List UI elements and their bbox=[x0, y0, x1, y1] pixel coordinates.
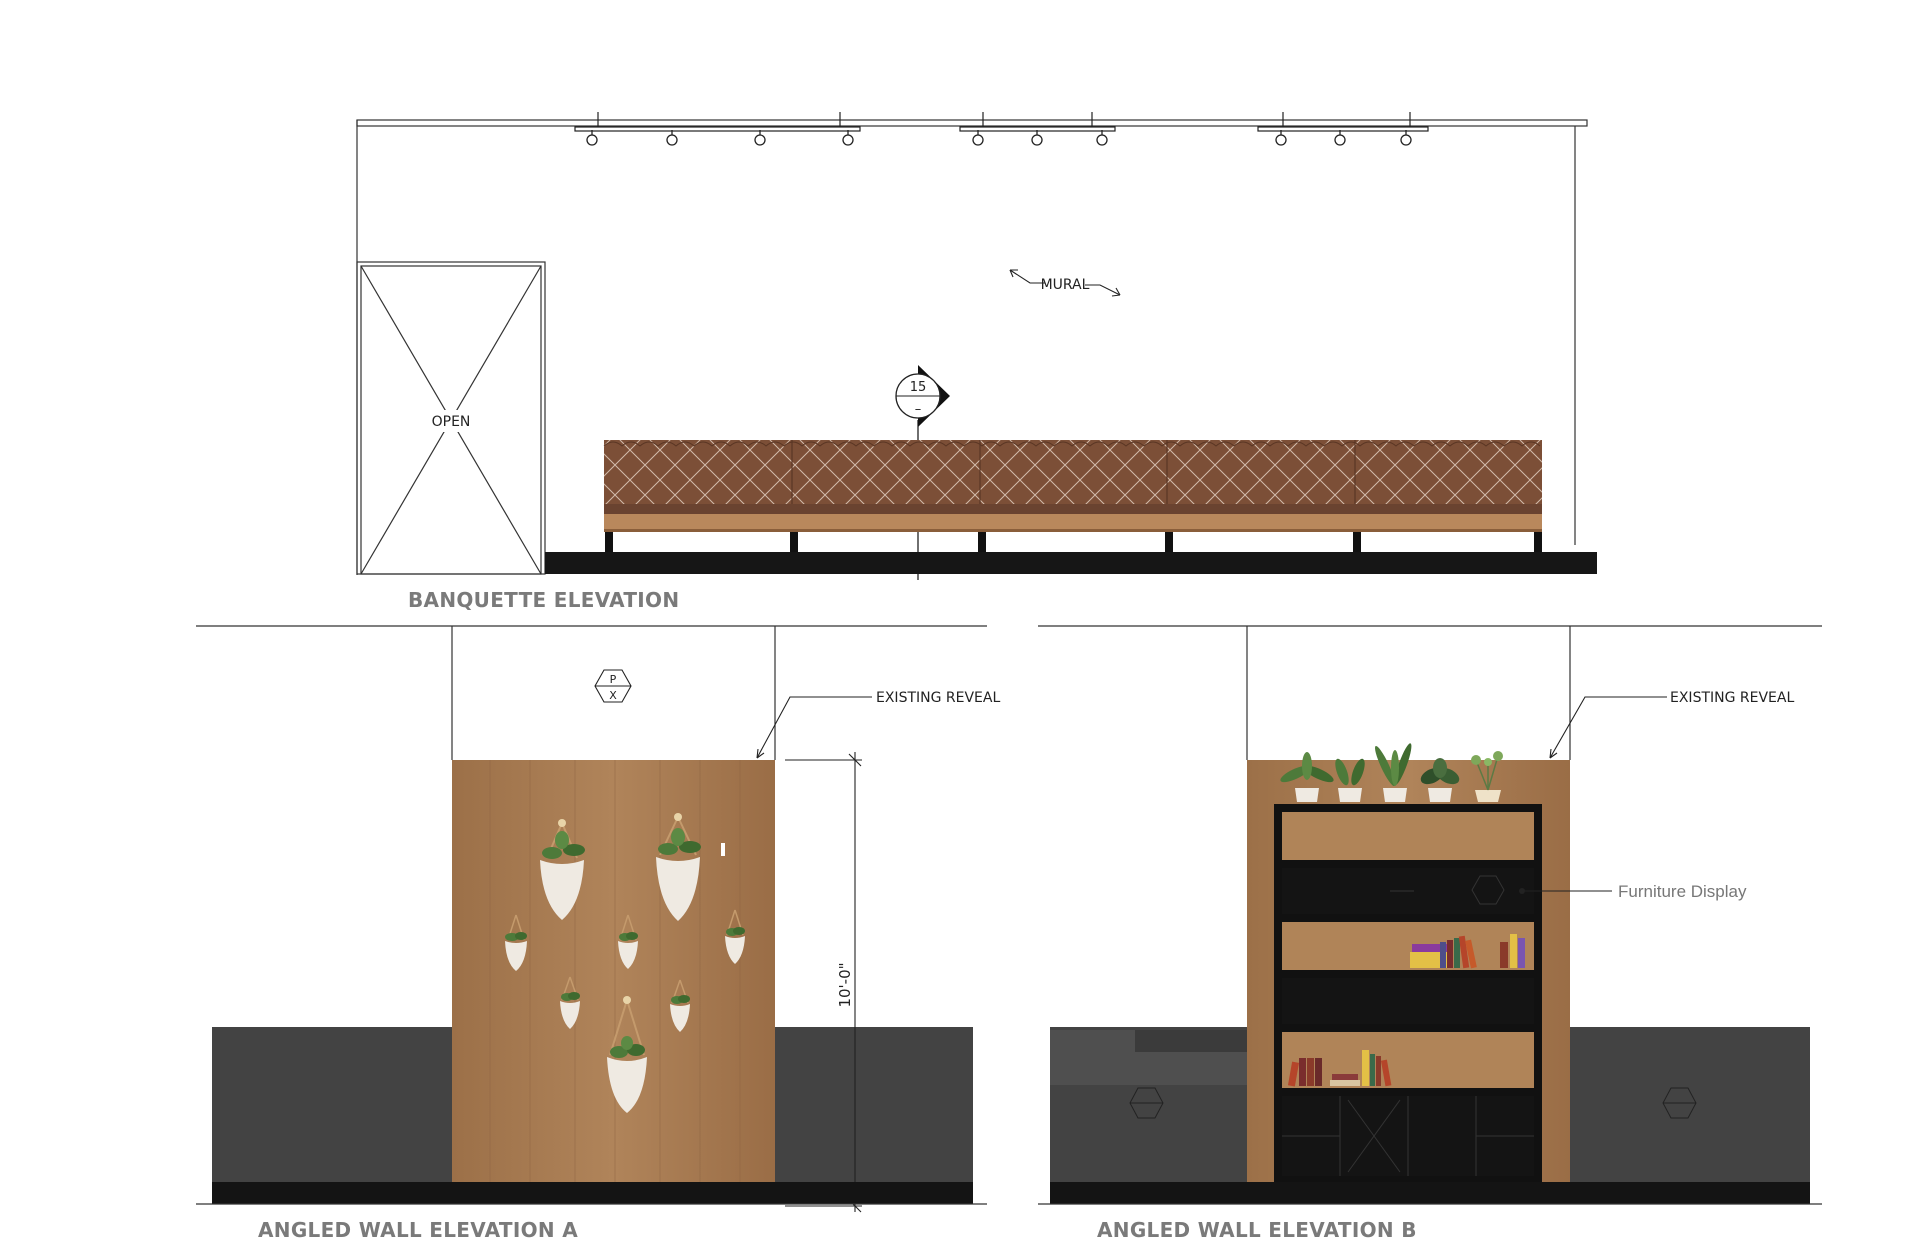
mural-leader bbox=[1009, 269, 1121, 297]
dark-panel-left-a bbox=[212, 1027, 452, 1182]
ceiling-track bbox=[356, 119, 1588, 127]
wood-panel-wall-a bbox=[452, 760, 775, 1182]
angled-wall-elevation-b-title: ANGLED WALL ELEVATION B bbox=[1097, 1218, 1417, 1242]
angled-wall-elevation-a: P X EXISTING REVEAL 10'-0" ANGLED WALL E… bbox=[196, 625, 1000, 1242]
banquette-floor-base bbox=[545, 552, 1597, 574]
banquette-elevation: OPEN MURAL 15 – bbox=[356, 112, 1597, 612]
door-open-label: OPEN bbox=[432, 414, 471, 430]
hanging-planters bbox=[505, 813, 745, 1113]
potted-plants bbox=[1280, 743, 1503, 802]
banquette-elevation-title: BANQUETTE ELEVATION bbox=[408, 588, 679, 612]
section-number: 15 bbox=[910, 380, 927, 395]
section-sheet: – bbox=[915, 402, 922, 417]
existing-reveal-leader-a bbox=[756, 696, 872, 759]
dark-panel-right-b bbox=[1570, 1027, 1810, 1182]
dark-panel-right-a bbox=[775, 1027, 973, 1182]
angled-wall-elevation-a-title: ANGLED WALL ELEVATION A bbox=[258, 1218, 578, 1242]
floor-base-b bbox=[1050, 1182, 1810, 1204]
furniture-display-shelving bbox=[1274, 743, 1542, 1182]
track-light-group-1 bbox=[574, 112, 861, 132]
existing-reveal-label-b: EXISTING REVEAL bbox=[1670, 690, 1794, 706]
finish-tag-a-p: P bbox=[610, 673, 617, 686]
furniture-display-label: Furniture Display bbox=[1618, 882, 1747, 901]
track-light-heads bbox=[586, 130, 1412, 146]
track-light-group-3 bbox=[1257, 112, 1429, 132]
finish-tag-b-right bbox=[1662, 1087, 1697, 1119]
section-marker bbox=[895, 365, 950, 580]
existing-reveal-label-a: EXISTING REVEAL bbox=[876, 690, 1000, 706]
angled-wall-elevation-b: EXISTING REVEAL Furniture Display ANGLED… bbox=[1038, 625, 1822, 1242]
finish-tag-a bbox=[594, 669, 632, 703]
banquette-seating bbox=[603, 440, 1542, 574]
floor-base-a bbox=[212, 1182, 973, 1204]
existing-reveal-leader-b bbox=[1549, 696, 1667, 759]
finish-tag-a-x: X bbox=[609, 689, 617, 702]
mural-label: MURAL bbox=[1041, 277, 1090, 293]
height-dimension-label: 10'-0" bbox=[836, 962, 854, 1007]
finish-tag-b-left bbox=[1129, 1087, 1164, 1119]
